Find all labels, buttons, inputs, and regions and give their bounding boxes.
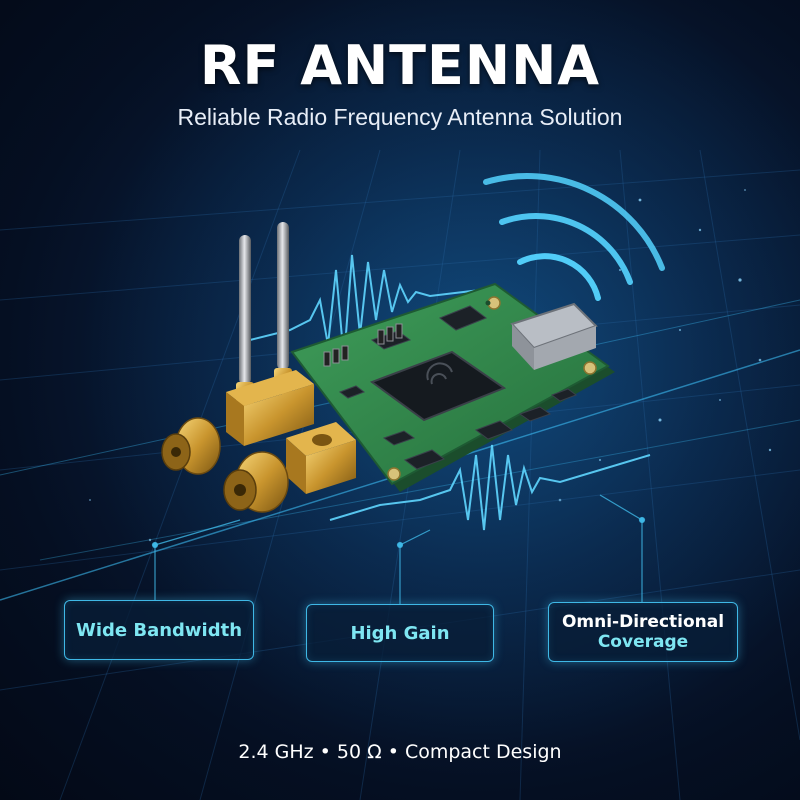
feature-label-line1: Omni-Directional bbox=[561, 612, 725, 632]
lower-waveform bbox=[329, 444, 651, 531]
feature-connector-lines bbox=[151, 494, 646, 604]
feature-label-line2: Coverage bbox=[597, 632, 689, 652]
pcb-board bbox=[290, 282, 615, 492]
page-title: RF ANTENNA bbox=[199, 34, 601, 97]
feature-label: High Gain bbox=[350, 622, 450, 644]
antenna-connector-icon bbox=[161, 222, 356, 513]
feature-wide-bandwidth: Wide Bandwidth bbox=[64, 600, 254, 660]
feature-label: Wide Bandwidth bbox=[75, 619, 243, 641]
particle-field bbox=[89, 189, 772, 542]
feature-high-gain: High Gain bbox=[306, 604, 494, 662]
upper-waveform bbox=[249, 254, 481, 361]
spec-line: 2.4 GHz • 50 Ω • Compact Design bbox=[238, 741, 562, 763]
radio-wave-icon bbox=[483, 173, 665, 301]
feature-omni-directional: Omni-Directional Coverage bbox=[548, 602, 738, 662]
page-subtitle: Reliable Radio Frequency Antenna Solutio… bbox=[177, 104, 623, 130]
chip-icon bbox=[369, 350, 507, 422]
